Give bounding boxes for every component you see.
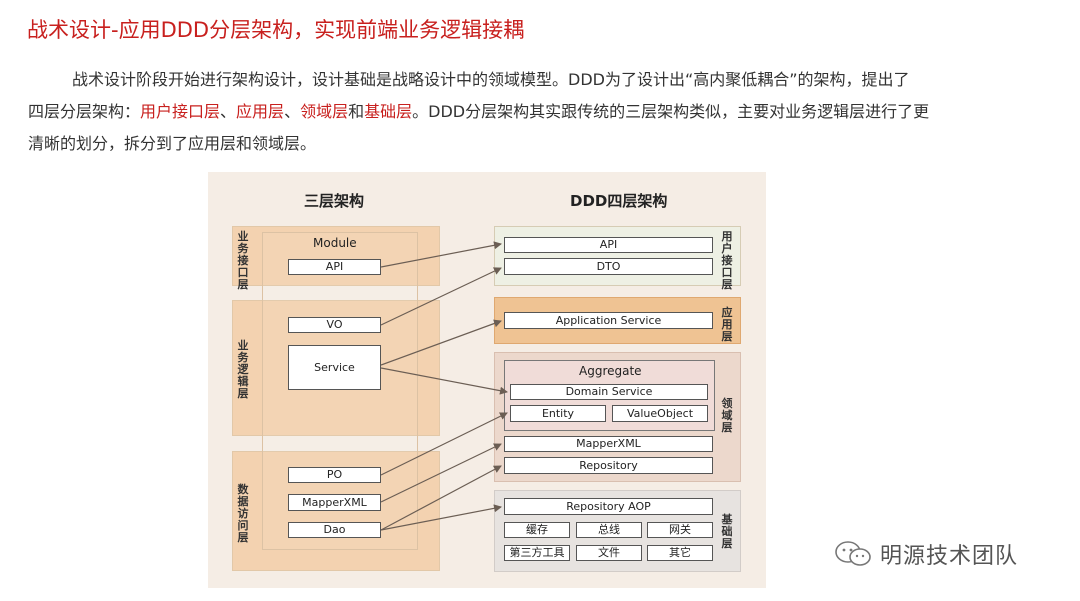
- bus-box: 总线: [576, 522, 642, 538]
- right-ui-layer-label: 用户接口层: [721, 230, 733, 291]
- separator-2: 、: [284, 102, 301, 121]
- highlight-app-layer: 应用层: [236, 102, 285, 121]
- highlight-infra-layer: 基础层: [364, 102, 413, 121]
- domain-service-box: Domain Service: [510, 384, 708, 400]
- left-vo-box: VO: [288, 317, 381, 333]
- aggregate-label: Aggregate: [579, 364, 642, 378]
- paragraph-line-2-prefix: 四层分层架构：: [28, 102, 141, 121]
- left-interface-layer-label: 业务接口层: [237, 230, 249, 291]
- right-dto-box: DTO: [504, 258, 713, 275]
- wechat-icon: [835, 541, 871, 566]
- left-logic-layer-label: 业务逻辑层: [237, 339, 249, 400]
- watermark-text: 明源技术团队: [880, 544, 1019, 569]
- gateway-box: 网关: [647, 522, 713, 538]
- right-mapperxml-box: MapperXML: [504, 436, 713, 452]
- right-ui-layer: [494, 226, 741, 286]
- intro-paragraph: 战术设计阶段开始进行架构设计，设计基础是战略设计中的领域模型。DDD为了设计出“…: [28, 64, 1053, 160]
- left-service-box: Service: [288, 345, 381, 390]
- right-api-box: API: [504, 237, 713, 253]
- right-application-service-box: Application Service: [504, 312, 713, 329]
- right-domain-layer-label: 领域层: [721, 397, 733, 434]
- ddd-four-layer-title: DDD四层架构: [570, 192, 668, 210]
- separator-1: 、: [220, 102, 237, 121]
- left-api-box: API: [288, 259, 381, 275]
- left-data-layer-label: 数据访问层: [237, 483, 249, 544]
- paragraph-line-2-suffix: 。DDD分层架构其实跟传统的三层架构类似，主要对业务逻辑层进行了更: [412, 102, 930, 121]
- right-infra-layer-label: 基础层: [721, 513, 733, 550]
- other-box: 其它: [647, 545, 713, 561]
- left-dao-box: Dao: [288, 522, 381, 538]
- highlight-ui-layer: 用户接口层: [140, 102, 221, 121]
- conjunction: 和: [348, 102, 365, 121]
- paragraph-line-2: 四层分层架构：用户接口层、应用层、领域层和基础层。DDD分层架构其实跟传统的三层…: [28, 96, 1053, 128]
- right-app-layer-label: 应用层: [721, 306, 733, 343]
- page-title: 战术设计-应用DDD分层架构，实现前端业务逻辑接耦: [27, 18, 525, 42]
- value-object-box: ValueObject: [612, 405, 708, 422]
- three-tier-title: 三层架构: [304, 192, 365, 210]
- highlight-domain-layer: 领域层: [300, 102, 349, 121]
- file-box: 文件: [576, 545, 642, 561]
- paragraph-line-1: 战术设计阶段开始进行架构设计，设计基础是战略设计中的领域模型。DDD为了设计出“…: [72, 70, 910, 89]
- repository-aop-box: Repository AOP: [504, 498, 713, 515]
- left-po-box: PO: [288, 467, 381, 483]
- entity-box: Entity: [510, 405, 606, 422]
- paragraph-line-3: 清晰的划分，拆分到了应用层和领域层。: [28, 134, 317, 153]
- right-repository-box: Repository: [504, 457, 713, 474]
- cache-box: 缓存: [504, 522, 570, 538]
- left-mapperxml-box: MapperXML: [288, 494, 381, 511]
- module-label: Module: [313, 236, 357, 250]
- third-party-tools-box: 第三方工具: [504, 545, 570, 561]
